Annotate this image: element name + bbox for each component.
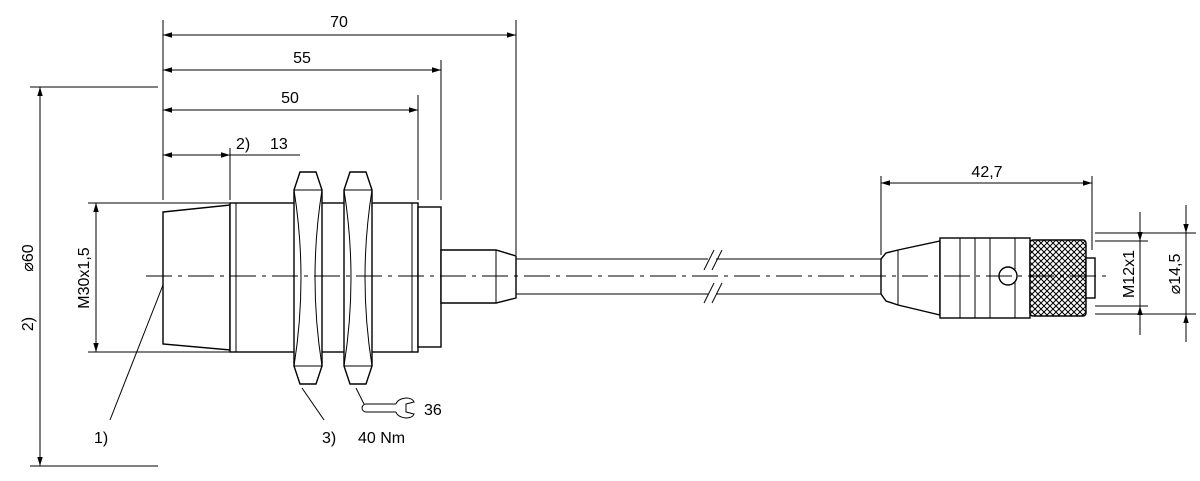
- m12-connector: [880, 237, 1096, 319]
- mounting-nut-2: [343, 171, 373, 385]
- callout-nut-note: 3): [322, 430, 336, 447]
- torque-label: 40 Nm: [358, 430, 405, 447]
- knurled-coupling-nut: [1029, 239, 1087, 317]
- connector-thread-end: [1085, 257, 1096, 299]
- dim-label-diameter-14-5: ⌀14,5: [1167, 254, 1184, 295]
- dim-label-m30: M30x1,5: [76, 247, 93, 308]
- dim-note-13: 2): [236, 136, 250, 153]
- threaded-barrel: [229, 202, 419, 353]
- leader-wrench: [355, 387, 365, 405]
- dim-label-42-7: 42,7: [971, 164, 1002, 181]
- leader-nut: [301, 387, 325, 421]
- dim-note-diameter-60: 2): [20, 317, 37, 331]
- dim-label-50: 50: [281, 90, 299, 107]
- wrench-icon: [361, 397, 415, 419]
- rear-housing: [417, 206, 442, 348]
- cable: [516, 249, 881, 304]
- cable-break-mark: [703, 249, 715, 271]
- leader-sensing-face: [109, 284, 164, 421]
- callouts: 1) 3) 40 Nm 36: [94, 284, 442, 447]
- dim-label-13: 13: [270, 136, 288, 153]
- vertical-dimensions: ⌀60 2) M30x1,5 M12x1 ⌀14,5: [20, 87, 1189, 466]
- wrench-size-label: 36: [424, 402, 442, 419]
- sensing-cap: [162, 204, 231, 351]
- dim-label-diameter-60: ⌀60: [20, 244, 37, 272]
- dim-label-55: 55: [293, 50, 311, 67]
- connector-boot: [880, 240, 941, 316]
- sensor-body: [162, 171, 517, 385]
- callout-sensing-face: 1): [94, 430, 108, 447]
- mounting-nut-1: [293, 171, 323, 385]
- dim-label-m12: M12x1: [1121, 250, 1138, 298]
- horizontal-dimensions: 70 55 50 2) 13 42,7: [163, 14, 1092, 186]
- dim-label-70: 70: [330, 14, 348, 31]
